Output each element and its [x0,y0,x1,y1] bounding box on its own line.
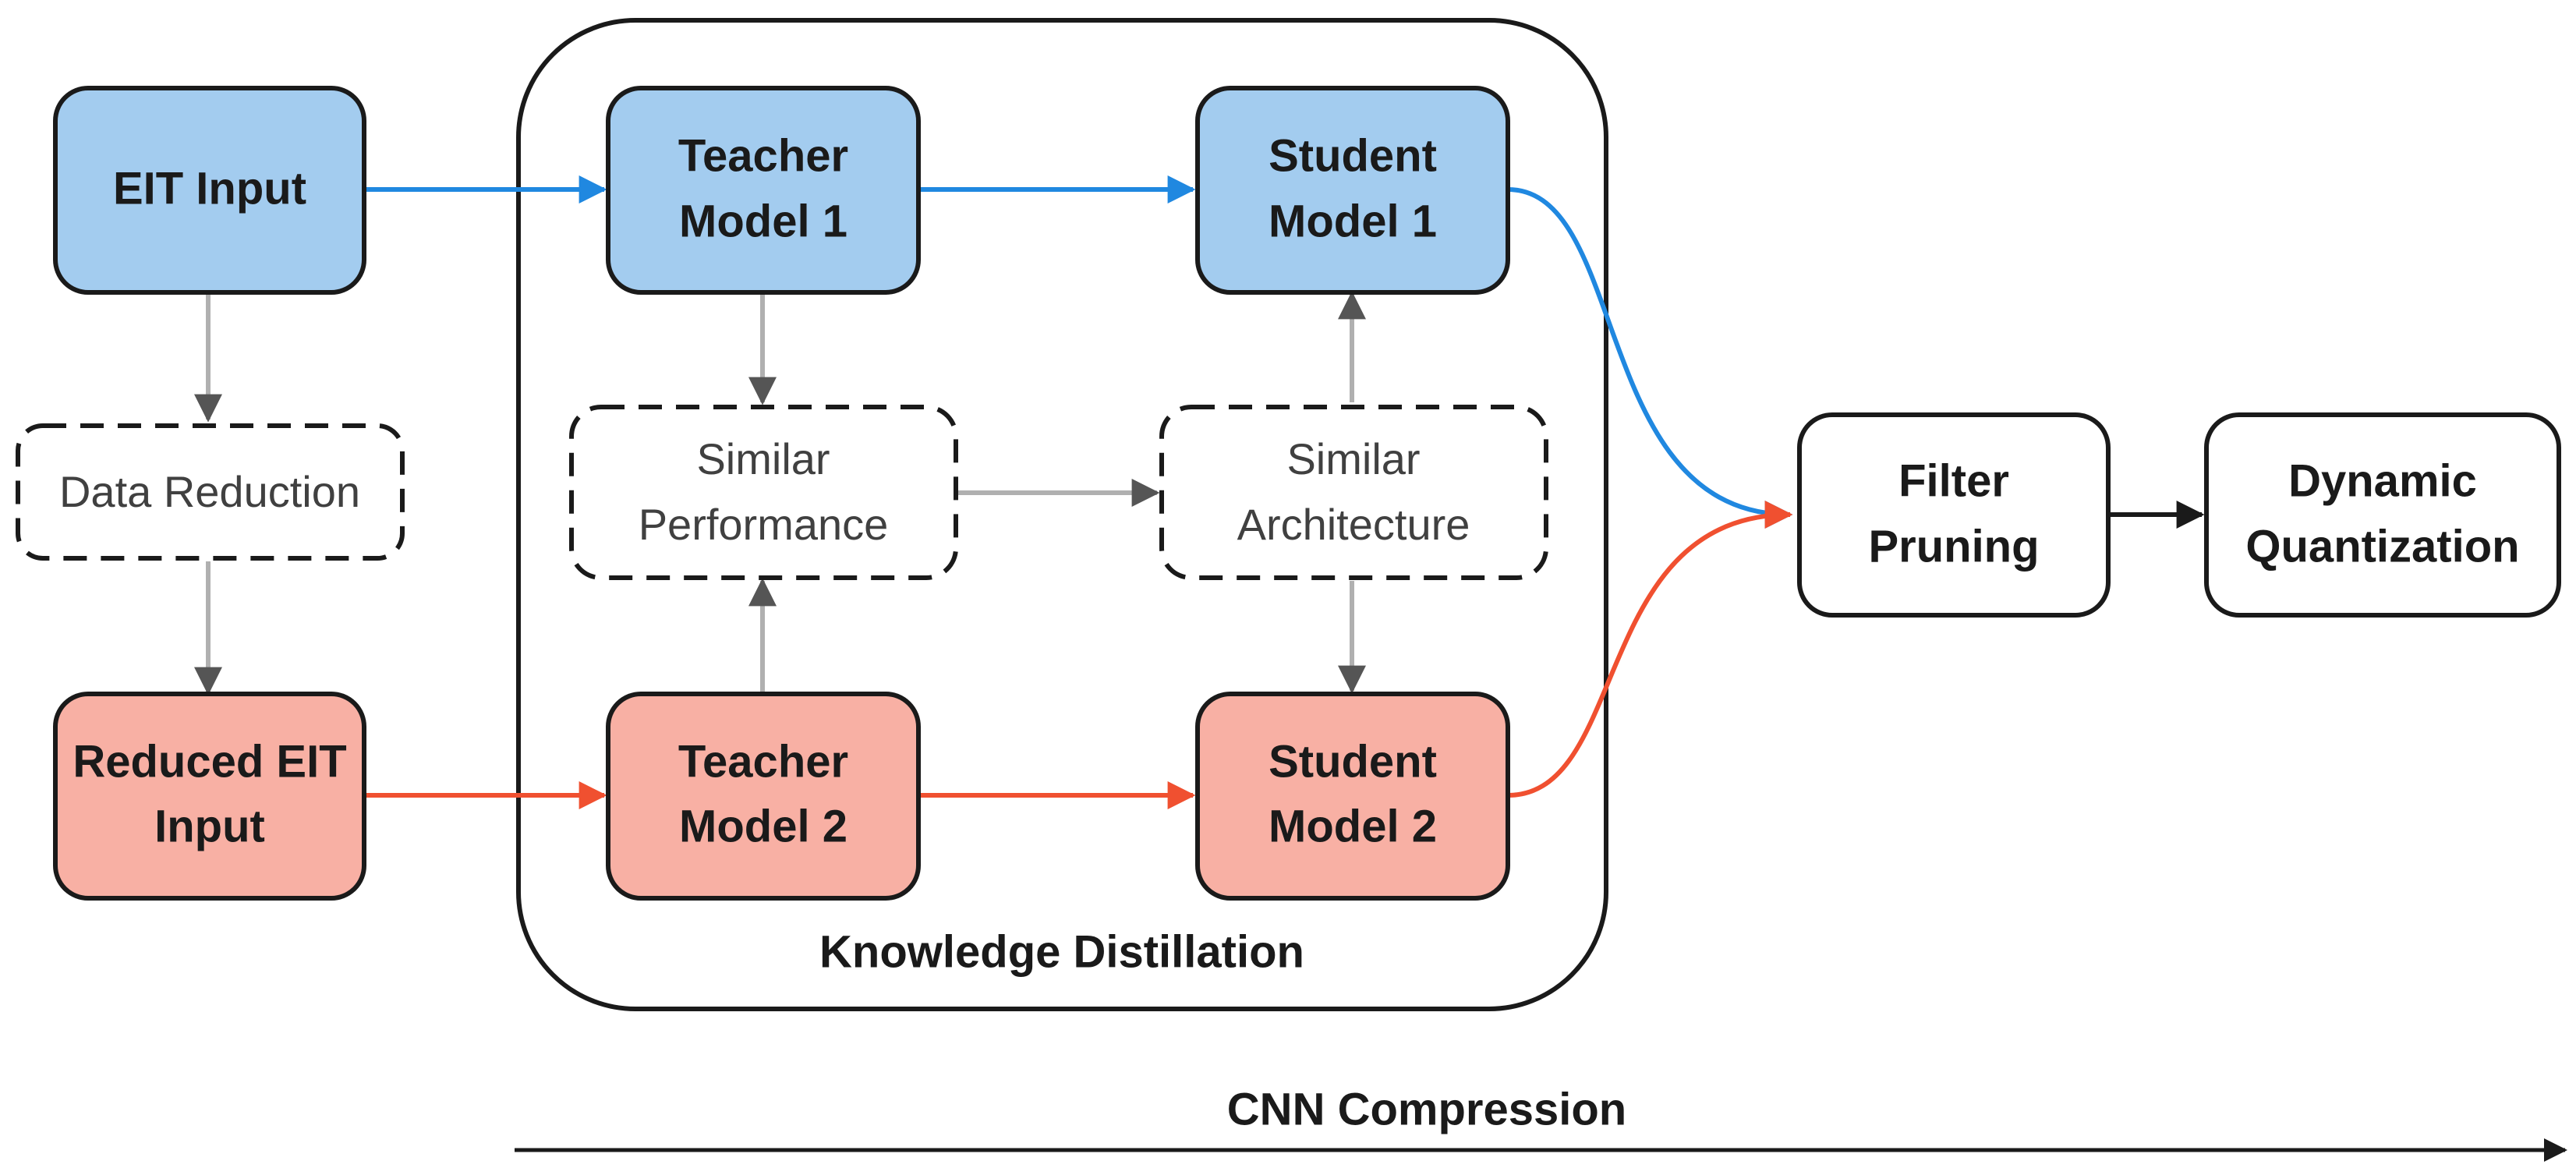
node-filter-pruning: Filter Pruning [1797,412,2111,618]
node-teacher-model-1-line2: Model 1 [679,196,847,246]
node-filter-pruning-line2: Pruning [1868,521,2039,572]
node-student-model-2-line2: Model 2 [1269,801,1437,851]
node-similar-architecture-line1: Similar [1286,434,1420,483]
node-teacher-model-1: Teacher Model 1 [606,86,921,295]
node-teacher-model-1-line1: Teacher [678,130,848,181]
edge-student1-to-filter-pruning [1507,187,1793,529]
node-reduced-eit-input-line2: Input [154,801,265,851]
knowledge-distillation-label: Knowledge Distillation [819,926,1304,977]
node-student-model-1-line1: Student [1269,130,1437,181]
cnn-compression-label: CNN Compression [1227,1084,1626,1134]
node-similar-performance-line1: Similar [696,434,830,483]
node-eit-input: EIT Input [53,86,366,295]
node-dynamic-quantization-line2: Quantization [2245,521,2519,572]
node-student-model-2-line1: Student [1269,736,1437,787]
node-dynamic-quantization: Dynamic Quantization [2204,412,2561,618]
node-teacher-model-2-line1: Teacher [678,736,848,787]
node-teacher-model-2: Teacher Model 2 [606,692,921,901]
node-similar-architecture-line2: Architecture [1237,500,1470,549]
node-student-model-2: Student Model 2 [1195,692,1510,901]
node-filter-pruning-line1: Filter [1898,455,2009,506]
node-similar-performance: Similar Performance [569,405,958,580]
edge-student2-to-filter-pruning [1507,501,1793,798]
node-student-model-1-line2: Model 1 [1269,196,1437,246]
node-teacher-model-2-line2: Model 2 [679,801,847,851]
node-similar-performance-line2: Performance [639,500,889,549]
knowledge-distillation-group [516,18,1608,1011]
node-reduced-eit-input: Reduced EIT Input [53,692,366,901]
node-eit-input-label: EIT Input [113,163,306,214]
node-reduced-eit-input-line1: Reduced EIT [73,736,346,787]
node-student-model-1: Student Model 1 [1195,86,1510,295]
node-similar-architecture: Similar Architecture [1159,405,1548,580]
node-data-reduction: Data Reduction [16,423,405,561]
node-data-reduction-label: Data Reduction [59,467,360,516]
node-dynamic-quantization-line1: Dynamic [2288,455,2477,506]
